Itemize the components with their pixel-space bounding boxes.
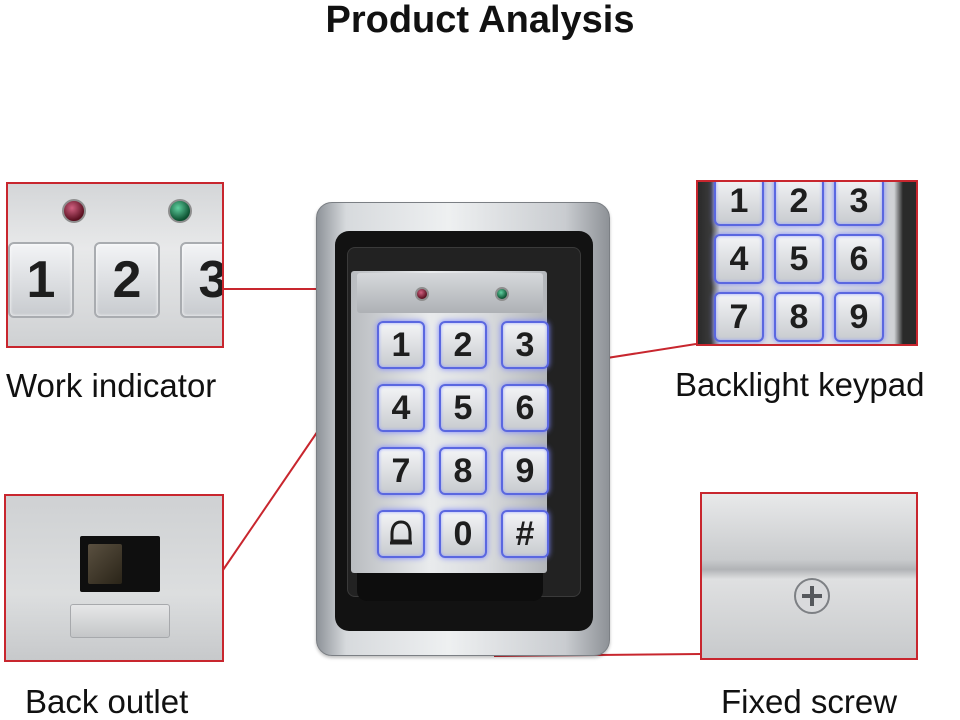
key-4[interactable]: 4 xyxy=(377,384,425,432)
key-7[interactable]: 7 xyxy=(377,447,425,495)
page-title: Product Analysis xyxy=(325,0,635,41)
label-backlight-keypad: Backlight keypad xyxy=(675,366,925,403)
green-indicator-led-zoom xyxy=(168,199,192,223)
zoom-backlight-keypad: 1 2 3 4 5 6 7 8 9 xyxy=(714,182,884,342)
callout-backlight-keypad: 1 2 3 4 5 6 7 8 9 xyxy=(696,180,918,346)
zoom-backlight-key-8: 8 xyxy=(774,292,824,342)
key-0[interactable]: 0 xyxy=(439,510,487,558)
callout-back-outlet xyxy=(4,494,224,662)
red-indicator-led xyxy=(415,287,429,301)
label-work-indicator: Work indicator xyxy=(6,367,217,404)
bell-icon xyxy=(390,520,412,545)
red-indicator-led-zoom xyxy=(62,199,86,223)
zoom-backlight-key-4: 4 xyxy=(714,234,764,284)
zoom-backlight-key-5: 5 xyxy=(774,234,824,284)
key-1[interactable]: 1 xyxy=(377,321,425,369)
device-bottom-shadow xyxy=(357,573,543,601)
back-outlet-opening xyxy=(80,536,160,592)
zoom-key-2: 2 xyxy=(94,242,160,318)
zoom-key-1: 1 xyxy=(8,242,74,318)
zoom-key-3: 3 xyxy=(180,242,222,318)
key-9[interactable]: 9 xyxy=(501,447,549,495)
zoom-backlight-key-7: 7 xyxy=(714,292,764,342)
zoom-backlight-key-9: 9 xyxy=(834,292,884,342)
back-outlet-connector xyxy=(88,544,122,584)
device-keypad: 1 2 3 4 5 6 7 8 9 0 # xyxy=(377,321,549,558)
key-8[interactable]: 8 xyxy=(439,447,487,495)
screw-icon xyxy=(794,578,830,614)
green-indicator-led xyxy=(495,287,509,301)
zoom-backlight-key-2: 2 xyxy=(774,182,824,226)
callout-work-indicator: 1 2 3 xyxy=(6,182,224,348)
back-outlet-cover-slot xyxy=(70,604,170,638)
indicator-bar xyxy=(357,273,543,313)
zoom-backlight-key-6: 6 xyxy=(834,234,884,284)
key-hash[interactable]: # xyxy=(501,510,549,558)
key-bell[interactable] xyxy=(377,510,425,558)
zoom-backlight-key-1: 1 xyxy=(714,182,764,226)
callout-fixed-screw xyxy=(700,492,918,660)
key-2[interactable]: 2 xyxy=(439,321,487,369)
label-back-outlet: Back outlet xyxy=(25,683,189,720)
zoom-backlight-key-3: 3 xyxy=(834,182,884,226)
label-fixed-screw: Fixed screw xyxy=(721,683,898,720)
key-5[interactable]: 5 xyxy=(439,384,487,432)
connector-back-outlet xyxy=(222,424,323,571)
keypad-device: 1 2 3 4 5 6 7 8 9 0 # xyxy=(316,202,610,656)
zoom-keypad-top-row: 1 2 3 xyxy=(8,242,222,318)
key-6[interactable]: 6 xyxy=(501,384,549,432)
key-3[interactable]: 3 xyxy=(501,321,549,369)
